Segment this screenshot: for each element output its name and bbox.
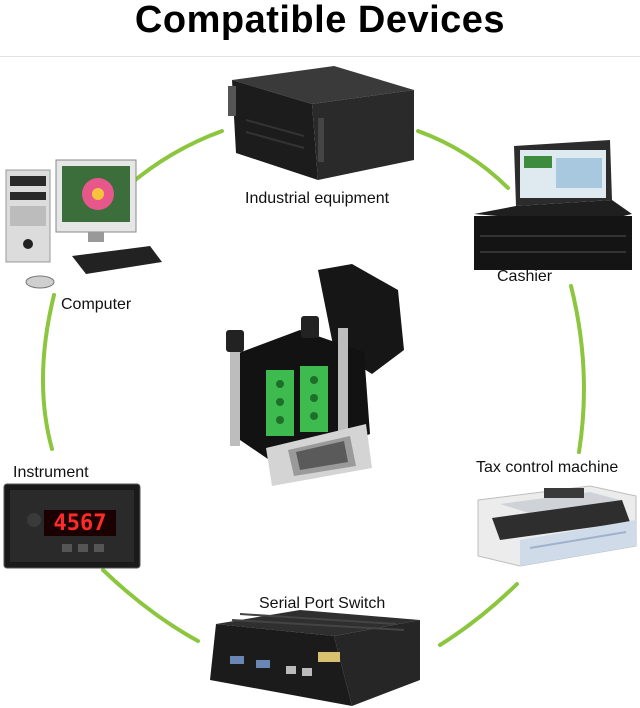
desktop-computer-icon [5,159,162,289]
serial-switch-icon [210,610,420,706]
connection-ring [40,129,586,647]
db9-terminal-adapter-icon [226,264,404,486]
label-instrument: Instrument [13,464,89,481]
label-cashier: Cashier [497,268,553,285]
printer-icon [477,485,637,567]
label-tax-control-machine: Tax control machine [476,459,619,476]
label-industrial-equipment: Industrial equipment [245,190,390,207]
instrument-display: 4567 [54,511,107,536]
label-computer: Computer [61,296,132,313]
industrial-equipment-icon [228,66,414,180]
page-title: Compatible Devices [134,0,506,41]
title-divider [0,56,640,57]
label-serial-port-switch: Serial Port Switch [259,595,386,612]
cashier-terminal-icon [474,140,632,270]
instrument-meter-icon: 4567 [3,483,141,569]
